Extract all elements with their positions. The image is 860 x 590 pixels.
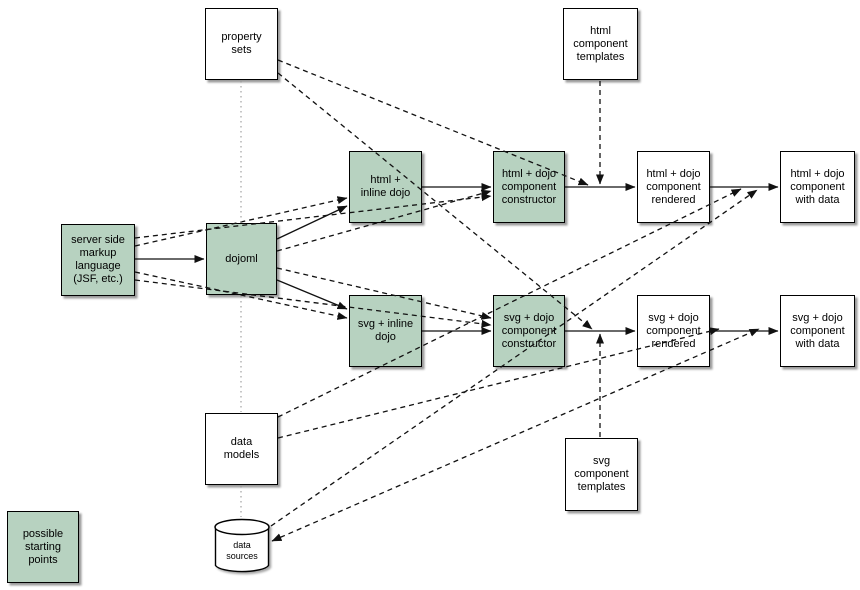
html-dojo-component-with-data: html + dojo component with data	[780, 151, 855, 223]
html-dojo-component-constructor-label: html + dojo component constructor	[501, 167, 557, 206]
edge-dojoml-to-html-inline-dojo	[276, 205, 348, 240]
svg-inline-dojo-label: svg + inline dojo	[357, 318, 414, 343]
data-models-label: data models	[223, 436, 260, 461]
svg-dojo-component-with-data-label: svg + dojo component with data	[790, 311, 845, 350]
property-sets-label: property sets	[221, 31, 262, 56]
cylinder-shape	[214, 518, 270, 573]
edge-server-to-html-constructor	[134, 193, 492, 239]
html-inline-dojo: html + inline dojo	[349, 151, 422, 223]
possible-starting-points: possible starting points	[7, 511, 79, 583]
html-dojo-component-rendered-label: html + dojo component rendered	[646, 167, 701, 206]
svg-dojo-component-rendered-label: svg + dojo component rendered	[646, 311, 701, 350]
html-dojo-component-constructor: html + dojo component constructor	[493, 151, 565, 223]
server-side-markup-language-label: server side markup language (JSF, etc.)	[71, 234, 125, 285]
data-models: data models	[205, 413, 278, 485]
edge-server-to-svg-constructor	[134, 279, 492, 328]
svg-dojo-component-rendered: svg + dojo component rendered	[637, 295, 710, 367]
data-sources-label: data sources	[226, 539, 258, 561]
possible-starting-points-label: possible starting points	[22, 527, 64, 566]
svg-inline-dojo: svg + inline dojo	[349, 295, 422, 367]
server-side-markup-language: server side markup language (JSF, etc.)	[61, 224, 135, 296]
html-dojo-component-with-data-label: html + dojo component with data	[790, 167, 845, 206]
html-dojo-component-rendered: html + dojo component rendered	[637, 151, 710, 223]
svg-component-templates: svg component templates	[565, 438, 638, 511]
data-sources: data sources	[214, 518, 270, 575]
dojoml: dojoml	[206, 223, 277, 295]
html-component-templates-label: html component templates	[573, 24, 628, 63]
edge-dojoml-to-svg-inline-dojo	[276, 279, 348, 310]
svg-dojo-component-constructor: svg + dojo component constructor	[493, 295, 565, 367]
html-inline-dojo-label: html + inline dojo	[360, 174, 411, 199]
html-component-templates: html component templates	[563, 8, 638, 80]
property-sets: property sets	[205, 8, 278, 80]
dojoml-label: dojoml	[225, 252, 258, 265]
svg-component-templates-label: svg component templates	[574, 455, 629, 493]
svg-dojo-component-with-data: svg + dojo component with data	[780, 295, 855, 367]
svg-dojo-component-constructor-label: svg + dojo component constructor	[501, 311, 557, 350]
